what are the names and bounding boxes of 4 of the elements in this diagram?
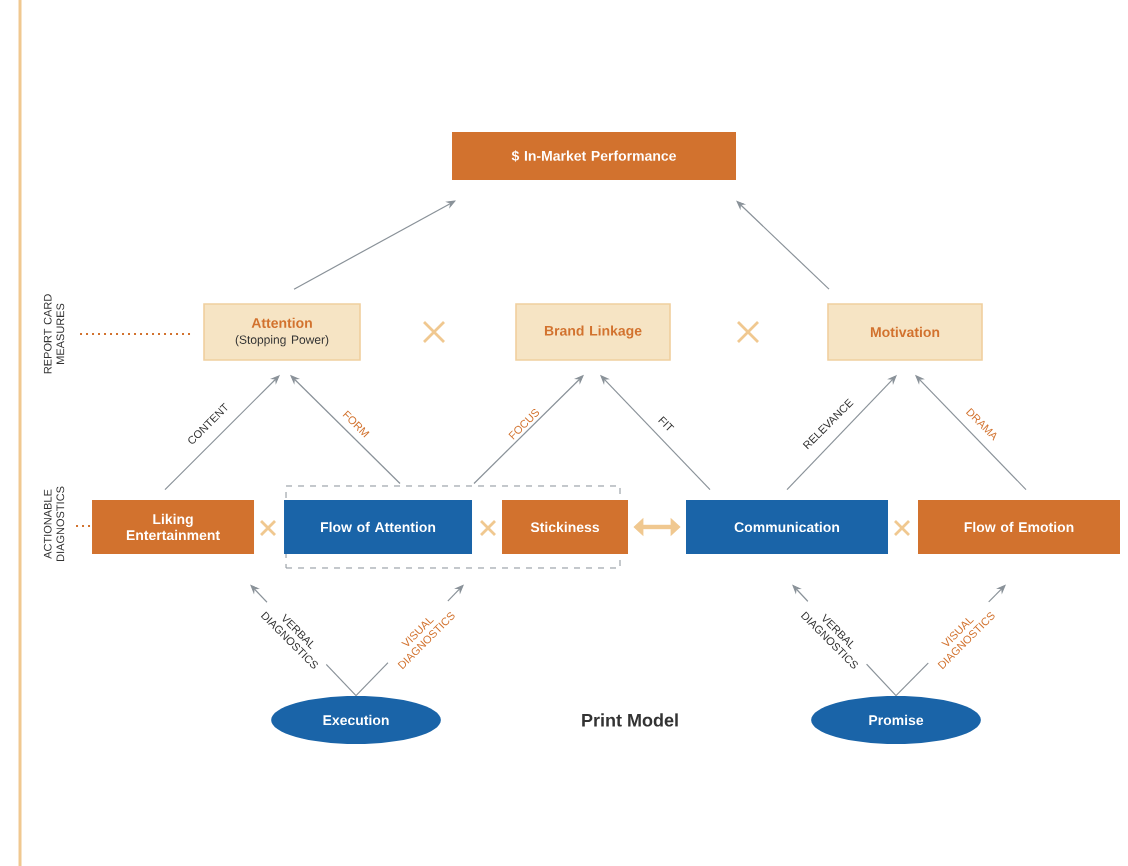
group-box	[285, 485, 621, 569]
arrow	[736, 200, 830, 290]
arrow	[293, 200, 456, 290]
caption: Print Model	[582, 713, 678, 727]
